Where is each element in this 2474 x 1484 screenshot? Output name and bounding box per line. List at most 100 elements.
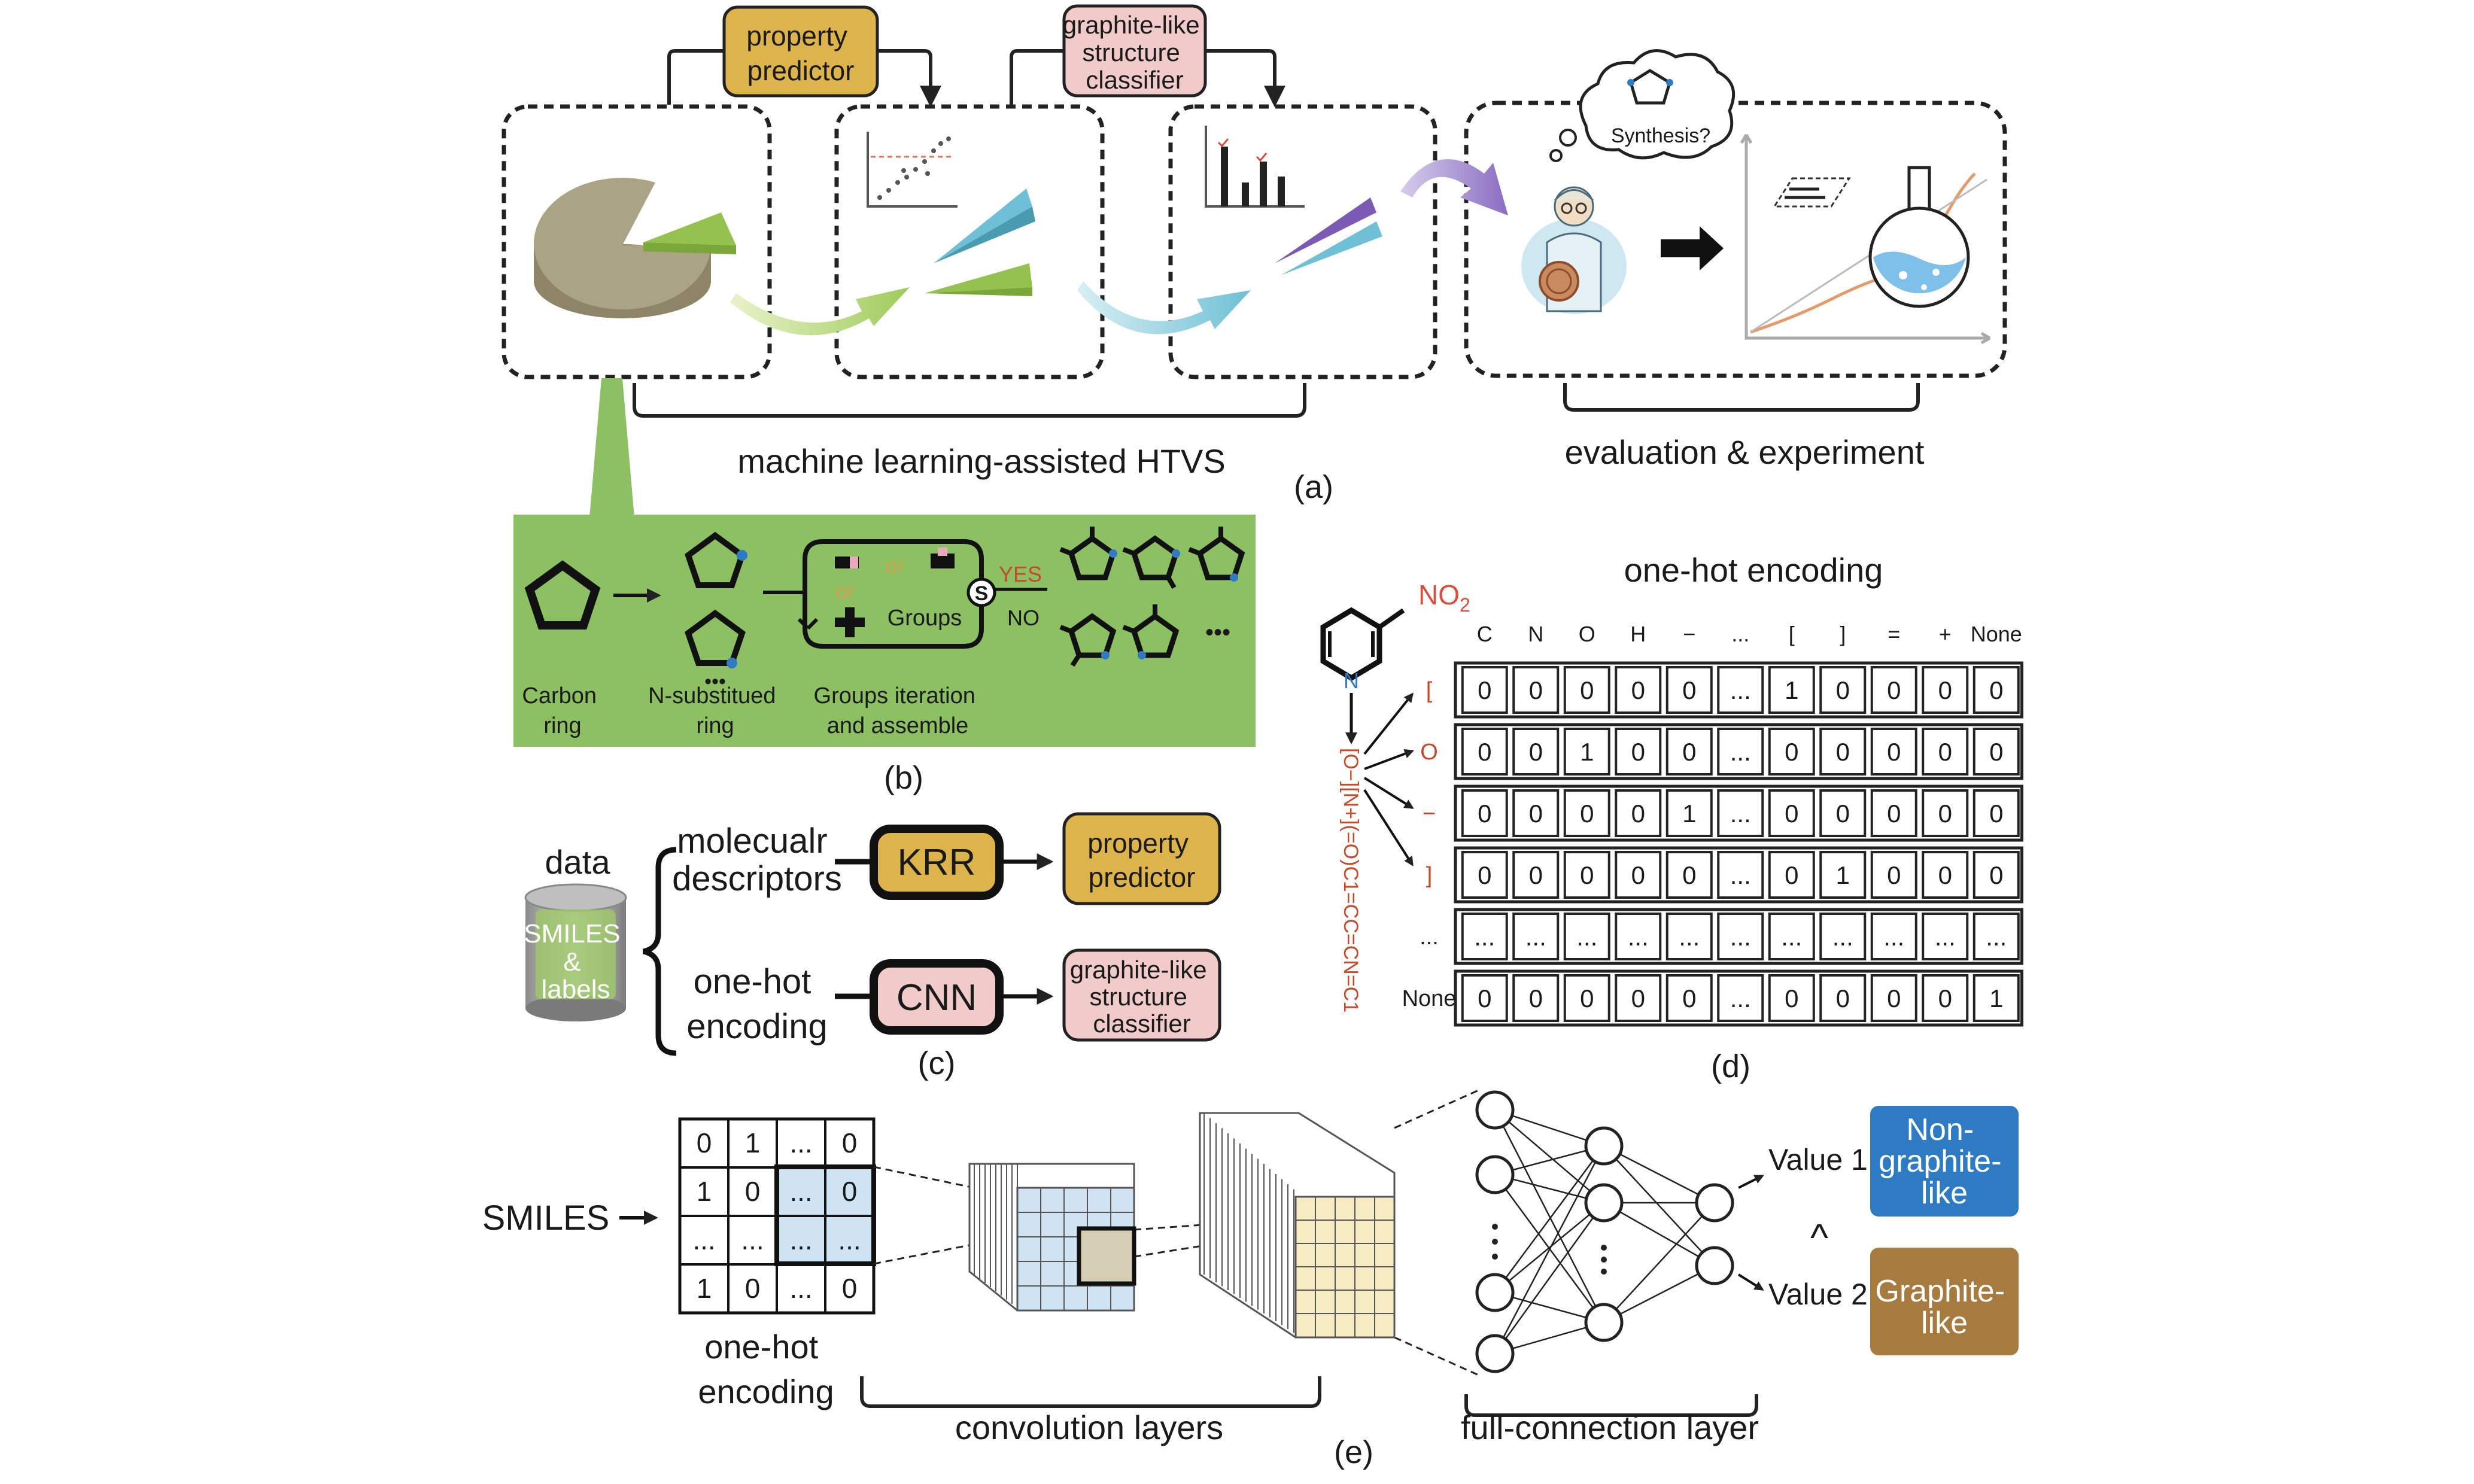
input-matrix-cell: 0 <box>745 1176 761 1207</box>
onehot-cell: 0 <box>1631 799 1645 828</box>
input-matrix-cell: ... <box>692 1224 715 1255</box>
nn-ellipsis-dot <box>1601 1257 1607 1263</box>
no2-subscript: 2 <box>1460 594 1470 616</box>
onehot-cell: 0 <box>1989 861 2003 889</box>
onehot-cell: 0 <box>1785 861 1798 889</box>
onehot-cell-box <box>1615 974 1662 1022</box>
svg-text:Graphite- like: Graphite- like <box>1875 1274 2013 1340</box>
onehot-cell: ... <box>1730 676 1751 704</box>
onehot-cell-box <box>1563 974 1610 1022</box>
fanout-arrows <box>1363 692 1414 866</box>
onehot-cell-box <box>1461 851 1508 899</box>
property-predictor-a-line1: property <box>746 20 847 51</box>
onehot-cell: 0 <box>1785 738 1798 766</box>
neural-network <box>1475 1090 1734 1373</box>
panel-d: one-hot encoding NO2 N [O−][N+](=O)C1=CC… <box>1320 551 2023 1084</box>
onehot-cell: 0 <box>1631 984 1645 1012</box>
onehot-cell-box <box>1870 728 1917 776</box>
nn-node <box>1695 1183 1734 1223</box>
cnn-label: CNN <box>896 977 977 1018</box>
onehot-cell-box <box>1922 974 1969 1022</box>
onehot-cell-box <box>1819 666 1867 714</box>
nn-connection <box>1603 1145 1715 1204</box>
input-matrix-cell: 0 <box>842 1127 858 1158</box>
nn-connection <box>1494 1145 1605 1293</box>
value2-label: Value 2 <box>1768 1278 1868 1311</box>
onehot-col-header: ... <box>1731 622 1749 646</box>
caption-e: (e) <box>1334 1434 1373 1470</box>
nn-node <box>1584 1126 1624 1166</box>
kernel-highlight <box>774 1164 876 1266</box>
onehot-cell: 0 <box>1682 676 1696 704</box>
graphite-classifier-c-line2: structure <box>1089 983 1187 1011</box>
nn-node <box>1475 1155 1515 1194</box>
carbon-ring-icon <box>524 560 601 630</box>
data-label: data <box>545 843 611 881</box>
onehot-cell: 0 <box>1478 861 1491 889</box>
onehot-cell: 0 <box>1989 738 2003 766</box>
onehot-cell-box <box>1512 851 1560 899</box>
fc-layer-label: full-connection layer <box>1461 1409 1759 1446</box>
input-matrix-cell: 0 <box>745 1273 761 1304</box>
onehot-cell-box <box>1870 974 1917 1022</box>
onehot-cell-box <box>1972 728 2020 776</box>
onehot-label-c-1: one-hot <box>694 962 812 1001</box>
onehot-cell: 0 <box>1529 799 1543 828</box>
onehot-cell: 1 <box>1785 676 1798 704</box>
graphite-classifier-c-line1: graphite-like <box>1070 956 1207 984</box>
bar-chart-icon <box>1205 126 1305 208</box>
onehot-cell: ... <box>1781 923 1802 951</box>
onehot-cell: 0 <box>1785 984 1798 1012</box>
onehot-cell-box <box>1717 666 1764 714</box>
flask-icon <box>1868 166 1970 308</box>
onehot-cell-box <box>1819 913 1867 960</box>
nn-ellipsis-dot <box>1492 1239 1498 1245</box>
thought-cloud: Synthesis? <box>1549 49 1736 162</box>
onehot-cell: ... <box>1986 923 2007 951</box>
onehot-cell: ... <box>1883 923 1904 951</box>
or-label-1: or <box>885 554 904 578</box>
onehot-cell-box <box>1563 666 1610 714</box>
graphite-line2: like <box>1921 1306 1968 1340</box>
svg-text:Groups iteration and ass: Groups iteration and assemble <box>814 683 982 738</box>
nn-node <box>1695 1246 1734 1285</box>
onehot-col-header: O <box>1579 622 1595 646</box>
pyrrole-ring-icon <box>1629 69 1671 105</box>
property-predictor-c-line1: property <box>1087 828 1189 859</box>
onehot-cell: 1 <box>1580 738 1594 766</box>
onehot-cell: 0 <box>1682 738 1696 766</box>
nn-ellipsis-dot <box>1492 1254 1498 1260</box>
onehot-cell: 0 <box>1631 861 1645 889</box>
onehot-cell: 0 <box>1478 738 1491 766</box>
onehot-cell-box <box>1461 913 1508 960</box>
graphite-classifier-a-line2: structure <box>1082 38 1180 66</box>
svg-text:graphite-like structure: graphite-like structure classifier <box>1063 11 1206 94</box>
onehot-cell: 0 <box>1887 861 1901 889</box>
onehot-cell: 0 <box>1529 984 1543 1012</box>
onehot-cell-box <box>1972 666 2020 714</box>
onehot-cell-box <box>1819 851 1867 899</box>
onehot-cell: ... <box>1730 738 1751 766</box>
forward-arrow-icon <box>1661 226 1724 270</box>
onehot-title-d: one-hot encoding <box>1624 551 1883 589</box>
onehot-cell-box <box>1819 728 1867 776</box>
onehot-row-label: ... <box>1420 925 1439 950</box>
htvs-label: machine learning-assisted HTVS <box>737 442 1225 480</box>
n-ring-label-2: ring <box>696 713 734 738</box>
onehot-col-header: ] <box>1840 622 1846 646</box>
more-molecules-dots: ••• <box>1205 619 1230 646</box>
input-matrix-cell: ... <box>789 1176 812 1207</box>
onehot-cell: 1 <box>1682 799 1696 828</box>
onehot-cell: 0 <box>1682 984 1696 1012</box>
svg-text:graphite-like structure: graphite-like structure classifier <box>1070 956 1214 1038</box>
onehot-cell: 0 <box>1938 984 1952 1012</box>
onehot-cell: 0 <box>1580 984 1594 1012</box>
onehot-cell-box <box>1461 666 1508 714</box>
input-matrix-cell: 0 <box>697 1127 712 1158</box>
onehot-cell-box <box>1922 913 1969 960</box>
onehot-cell-box <box>1819 789 1867 837</box>
n-ring-label-1: N-substitued <box>648 683 776 708</box>
onehot-row-frame <box>1454 723 2023 780</box>
onehot-cell: 1 <box>1989 984 2003 1012</box>
onehot-cell-box <box>1665 728 1713 776</box>
